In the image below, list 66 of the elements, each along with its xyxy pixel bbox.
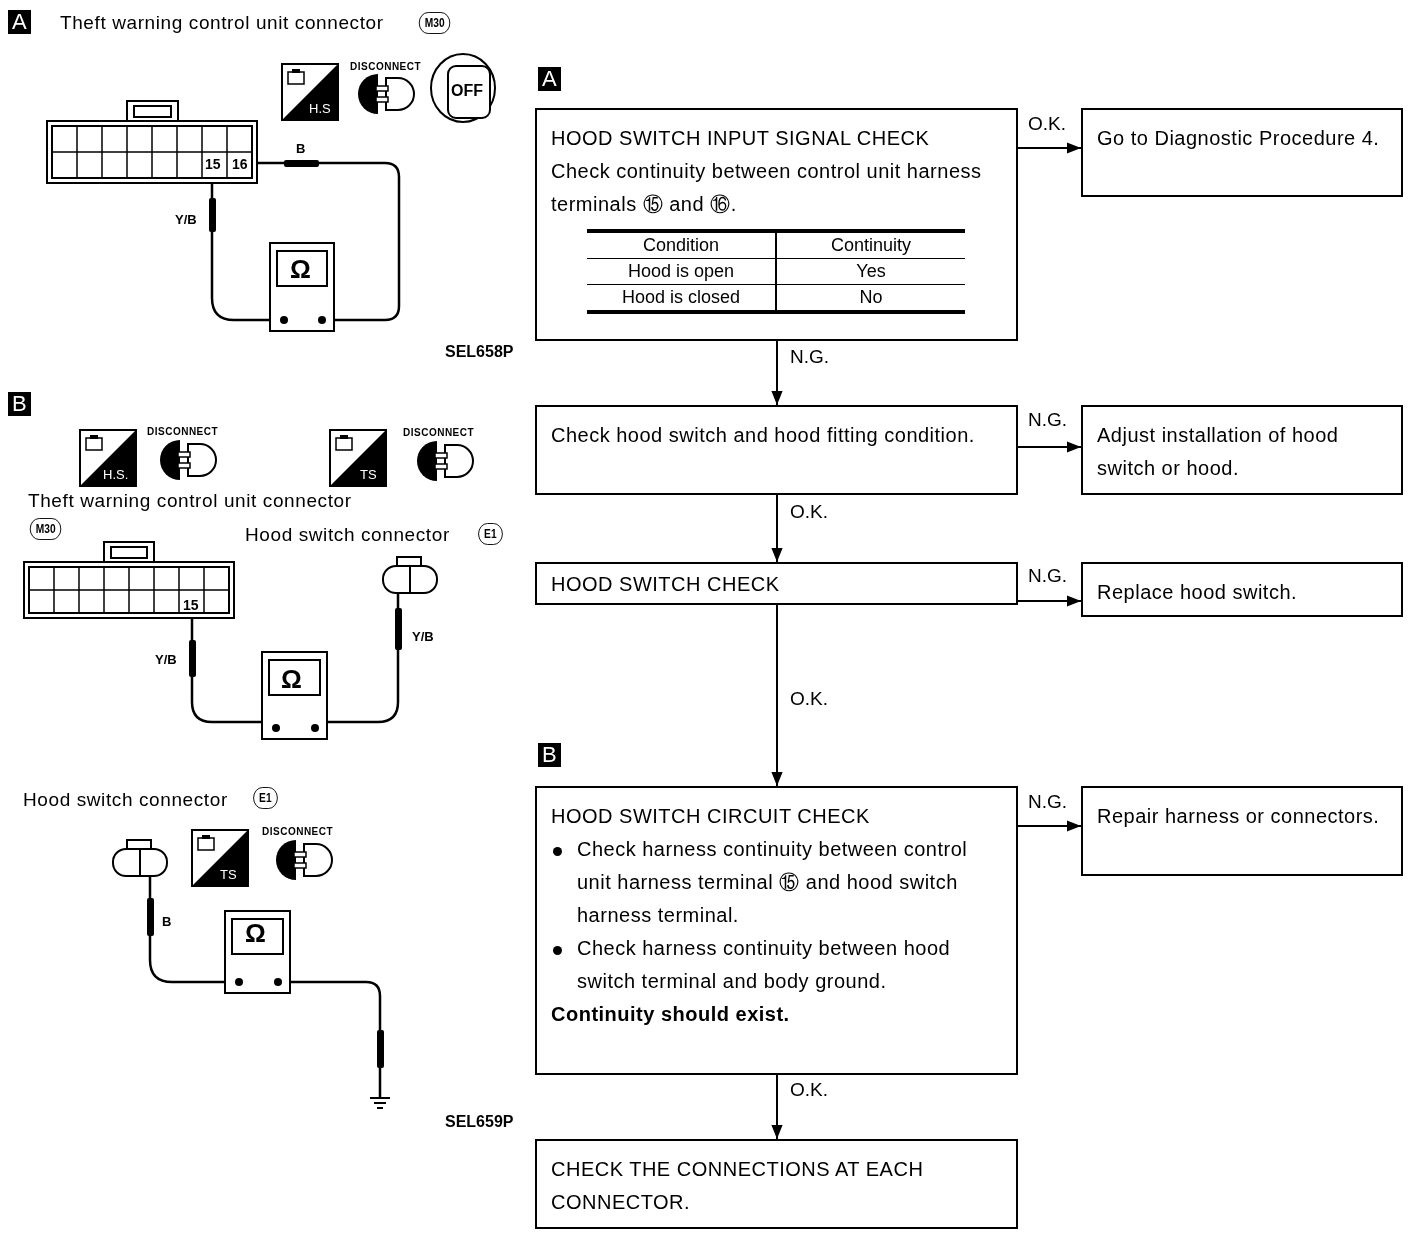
- box-heading: HOOD SWITCH CIRCUIT CHECK: [551, 804, 871, 829]
- column-header: Continuity: [776, 231, 965, 259]
- box-text: Check continuity between control unit harness terminals ⑮ and ⑯.: [551, 159, 983, 217]
- pin-number: 16: [232, 156, 248, 172]
- process-box: [1081, 405, 1403, 495]
- process-box: [535, 405, 1018, 495]
- connector-title: Theft warning control unit connector: [60, 12, 384, 34]
- box-heading: HOOD SWITCH INPUT SIGNAL CHECK: [551, 126, 931, 151]
- box-text: HOOD SWITCH CHECK: [551, 572, 781, 597]
- process-box: [535, 1139, 1018, 1229]
- table-cell: No: [776, 284, 965, 312]
- table-cell: Hood is open: [587, 258, 776, 285]
- section-marker: B: [8, 392, 31, 416]
- section-marker: A: [538, 67, 561, 91]
- pin-number: 15: [183, 597, 199, 613]
- process-box: [535, 108, 1018, 341]
- process-box: [535, 562, 1018, 605]
- disconnect-caption: DISCONNECT: [147, 426, 219, 437]
- arrow: [771, 494, 783, 563]
- disconnect-caption: DISCONNECT: [403, 427, 475, 438]
- process-box: [1081, 786, 1403, 876]
- ohm-symbol: Ω: [281, 665, 302, 693]
- ohm-symbol: Ω: [290, 255, 311, 283]
- bullet-text: Check harness continuity between control unit harness terminal ⑮ and hood switch harness terminal.: [577, 837, 969, 928]
- icon-caption: TS: [220, 868, 237, 882]
- box-text: Check hood switch and hood fitting condition.: [551, 423, 976, 448]
- pin-number: 15: [205, 156, 221, 172]
- wire-color: B: [162, 914, 172, 929]
- note-text: Continuity should exist.: [551, 1002, 791, 1027]
- column-header: Condition: [587, 231, 776, 259]
- box-text: Repair harness or connectors.: [1097, 804, 1381, 829]
- icon-caption: TS: [360, 468, 377, 482]
- disconnect-caption: DISCONNECT: [262, 826, 334, 837]
- wire-color: Y/B: [175, 212, 197, 227]
- figure-code: SEL659P: [445, 1113, 514, 1131]
- arrow: [771, 340, 783, 406]
- switch-position: OFF: [451, 82, 483, 100]
- bullet-text: Check harness continuity between hood switch terminal and body ground.: [577, 936, 952, 994]
- icon-caption: H.S.: [103, 468, 129, 482]
- arrow: [771, 1074, 783, 1140]
- arrow: [1017, 441, 1082, 453]
- process-box: [1081, 562, 1403, 617]
- process-box: [1081, 108, 1403, 197]
- disconnect-caption: DISCONNECT: [350, 61, 422, 72]
- wire-color: B: [296, 141, 306, 156]
- arrow: [771, 604, 783, 787]
- connector-title: Hood switch connector: [23, 789, 228, 811]
- box-text: Replace hood switch.: [1097, 580, 1299, 605]
- section-marker: A: [8, 10, 31, 34]
- arrow: [1017, 595, 1082, 607]
- box-text: Go to Diagnostic Procedure 4.: [1097, 126, 1381, 151]
- connector-title: Hood switch connector: [245, 524, 450, 546]
- wire-color: Y/B: [412, 629, 434, 644]
- ohm-symbol: Ω: [245, 919, 266, 947]
- arrow: [1017, 142, 1082, 154]
- table-cell: Yes: [776, 258, 965, 285]
- figure-code: SEL658P: [445, 343, 514, 361]
- section-marker: B: [538, 743, 561, 767]
- box-text: CHECK THE CONNECTIONS AT EACH CONNECTOR.: [551, 1157, 925, 1215]
- connector-title: Theft warning control unit connector: [28, 490, 352, 512]
- wire-color: Y/B: [155, 652, 177, 667]
- process-box: [535, 786, 1018, 1075]
- table-cell: Hood is closed: [587, 284, 776, 312]
- arrow: [1017, 820, 1082, 832]
- icon-caption: H.S: [309, 102, 331, 116]
- box-text: Adjust installation of hood switch or hood.: [1097, 423, 1340, 481]
